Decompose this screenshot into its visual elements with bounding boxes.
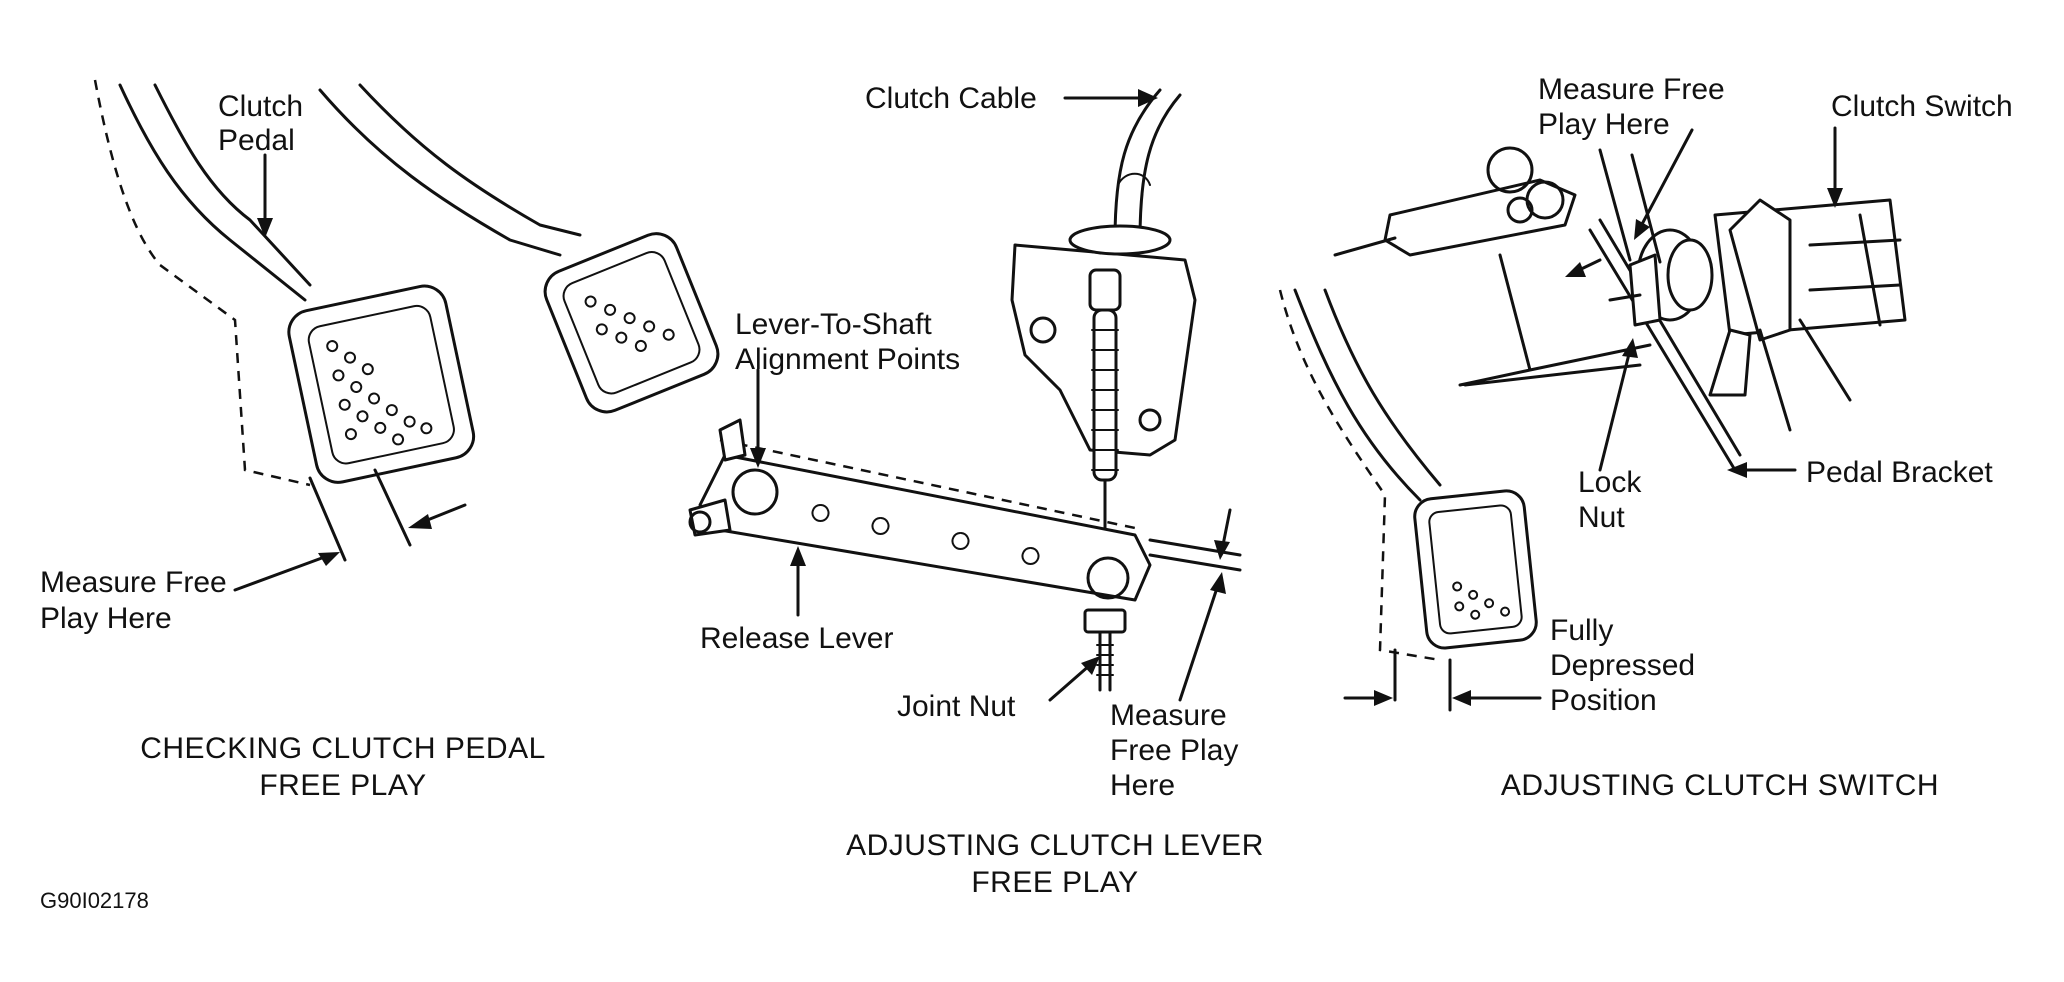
lock-nut [1608,228,1714,327]
switch-pedal-rest-outline [1278,289,1441,662]
label-clutch-pedal-2: Pedal [218,124,295,157]
measure-arrow-left [233,553,332,592]
label-alignment-points-1: Lever-To-Shaft [735,308,932,341]
joint-nut-leader [1048,663,1092,702]
brake-pedal-pad [543,232,720,414]
clutch-switch [1708,198,1907,432]
pedal-bracket [1458,253,1652,387]
label-measure-switch-1: Measure Free [1538,73,1725,106]
label-measure-free-play-1: Measure Free [40,566,227,599]
lock-nut-leader [1598,348,1632,472]
joint-nut [1083,608,1127,634]
label-measure-lever-3: Here [1110,769,1175,802]
brake-pedal-arm [318,88,562,257]
measure-switch-leader-top [1638,128,1694,230]
release-lever [688,418,1152,602]
caption-adjusting-switch: ADJUSTING CLUTCH SWITCH [1501,769,1939,802]
label-measure-lever-1: Measure [1110,699,1227,732]
clutch-pedal-arm [118,83,307,302]
label-measure-free-play-2: Play Here [40,602,172,635]
label-fully-depressed-2: Depressed [1550,649,1695,682]
bracket-bolt-1 [1029,316,1057,344]
switch-pedal-arm [1293,288,1422,502]
label-pedal-bracket: Pedal Bracket [1806,456,1993,489]
lever-end-hole [1086,556,1130,600]
figure-code: G90I02178 [40,888,149,913]
switch-pedal-pad [1413,489,1538,650]
measure-guide-1 [308,476,347,562]
adjusting-rod [1088,268,1122,537]
panel-adjusting-switch: Measure Free Play Here Clutch Switch Loc… [1278,73,2013,802]
label-measure-switch-2: Play Here [1538,108,1670,141]
panel-checking-pedal: Clutch Pedal Measure Free Play Here CHEC… [40,79,720,802]
label-clutch-cable: Clutch Cable [865,82,1037,115]
pedal-rest-outline [93,79,311,487]
label-alignment-points-2: Alignment Points [735,343,960,376]
label-fully-depressed-3: Position [1550,684,1657,717]
caption-adjusting-lever-1: ADJUSTING CLUTCH LEVER [846,829,1264,862]
label-release-lever: Release Lever [700,622,893,655]
caption-adjusting-lever-2: FREE PLAY [971,866,1138,899]
label-joint-nut: Joint Nut [897,690,1016,723]
clutch-pedal-pad [287,284,476,484]
alignment-point-1 [731,468,779,516]
bracket-bolt-2 [1138,408,1162,432]
panel-adjusting-lever: Clutch Cable Lever-To-Shaft Alignment Po… [688,82,1264,899]
caption-checking-pedal-2: FREE PLAY [259,769,426,802]
label-clutch-switch: Clutch Switch [1831,90,2013,123]
measure-guide-2 [373,468,412,547]
caption-checking-pedal-1: CHECKING CLUTCH PEDAL [140,732,546,765]
label-measure-lever-2: Free Play [1110,734,1238,767]
label-lock-nut-1: Lock [1578,466,1642,499]
joint-stud [1098,630,1112,692]
label-clutch-pedal-1: Clutch [218,90,303,123]
label-fully-depressed-1: Fully [1550,614,1613,647]
measure-arrow-bottom [1178,583,1220,702]
clutch-cable [1138,93,1182,242]
label-lock-nut-2: Nut [1578,501,1625,534]
